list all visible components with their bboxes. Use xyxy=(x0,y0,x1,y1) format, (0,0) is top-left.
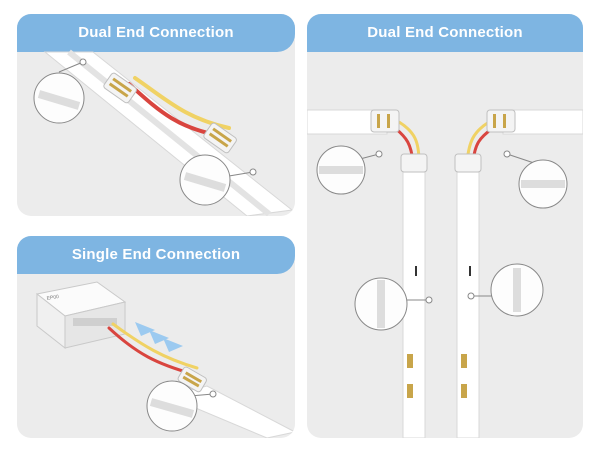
connector xyxy=(177,366,207,393)
controller-label: EP00 xyxy=(46,294,59,302)
zoom-callout-right-top xyxy=(503,150,568,209)
led-segments xyxy=(407,266,471,398)
connector-top-left xyxy=(370,109,400,133)
connector-top xyxy=(103,72,137,104)
zoom-callout-bottom xyxy=(179,154,257,206)
led-strip xyxy=(43,49,294,216)
connector-vertical-right xyxy=(454,153,482,173)
single-end-connection-panel: Single End Connection EP00 xyxy=(17,236,295,438)
panel-title: Dual End Connection xyxy=(17,14,295,52)
connector-top-right xyxy=(486,109,516,133)
zoom-callout-left-middle xyxy=(354,277,433,331)
dual-end-connection-t-panel: Dual End Connection xyxy=(307,14,583,438)
dual-end-connection-panel: Dual End Connection xyxy=(17,14,295,216)
single-end-illustration: EP00 xyxy=(35,281,295,438)
zoom-callout-right-middle xyxy=(467,263,544,317)
connector-vertical-left xyxy=(400,153,428,173)
zoom-callout-left-top xyxy=(316,145,383,195)
panel-title: Dual End Connection xyxy=(307,14,583,52)
zoom-callout xyxy=(146,380,217,432)
connector-bottom xyxy=(203,122,237,154)
direction-arrows xyxy=(135,322,183,352)
panel-title: Single End Connection xyxy=(17,236,295,274)
yellow-wire xyxy=(111,322,199,370)
controller-box: EP00 xyxy=(35,281,127,350)
led-strip-top-right xyxy=(502,109,583,135)
t-connection-illustration xyxy=(307,109,583,438)
led-strip-vertical-right xyxy=(456,163,480,438)
dual-end-illustration xyxy=(33,49,294,216)
zoom-callout-top xyxy=(33,58,87,124)
